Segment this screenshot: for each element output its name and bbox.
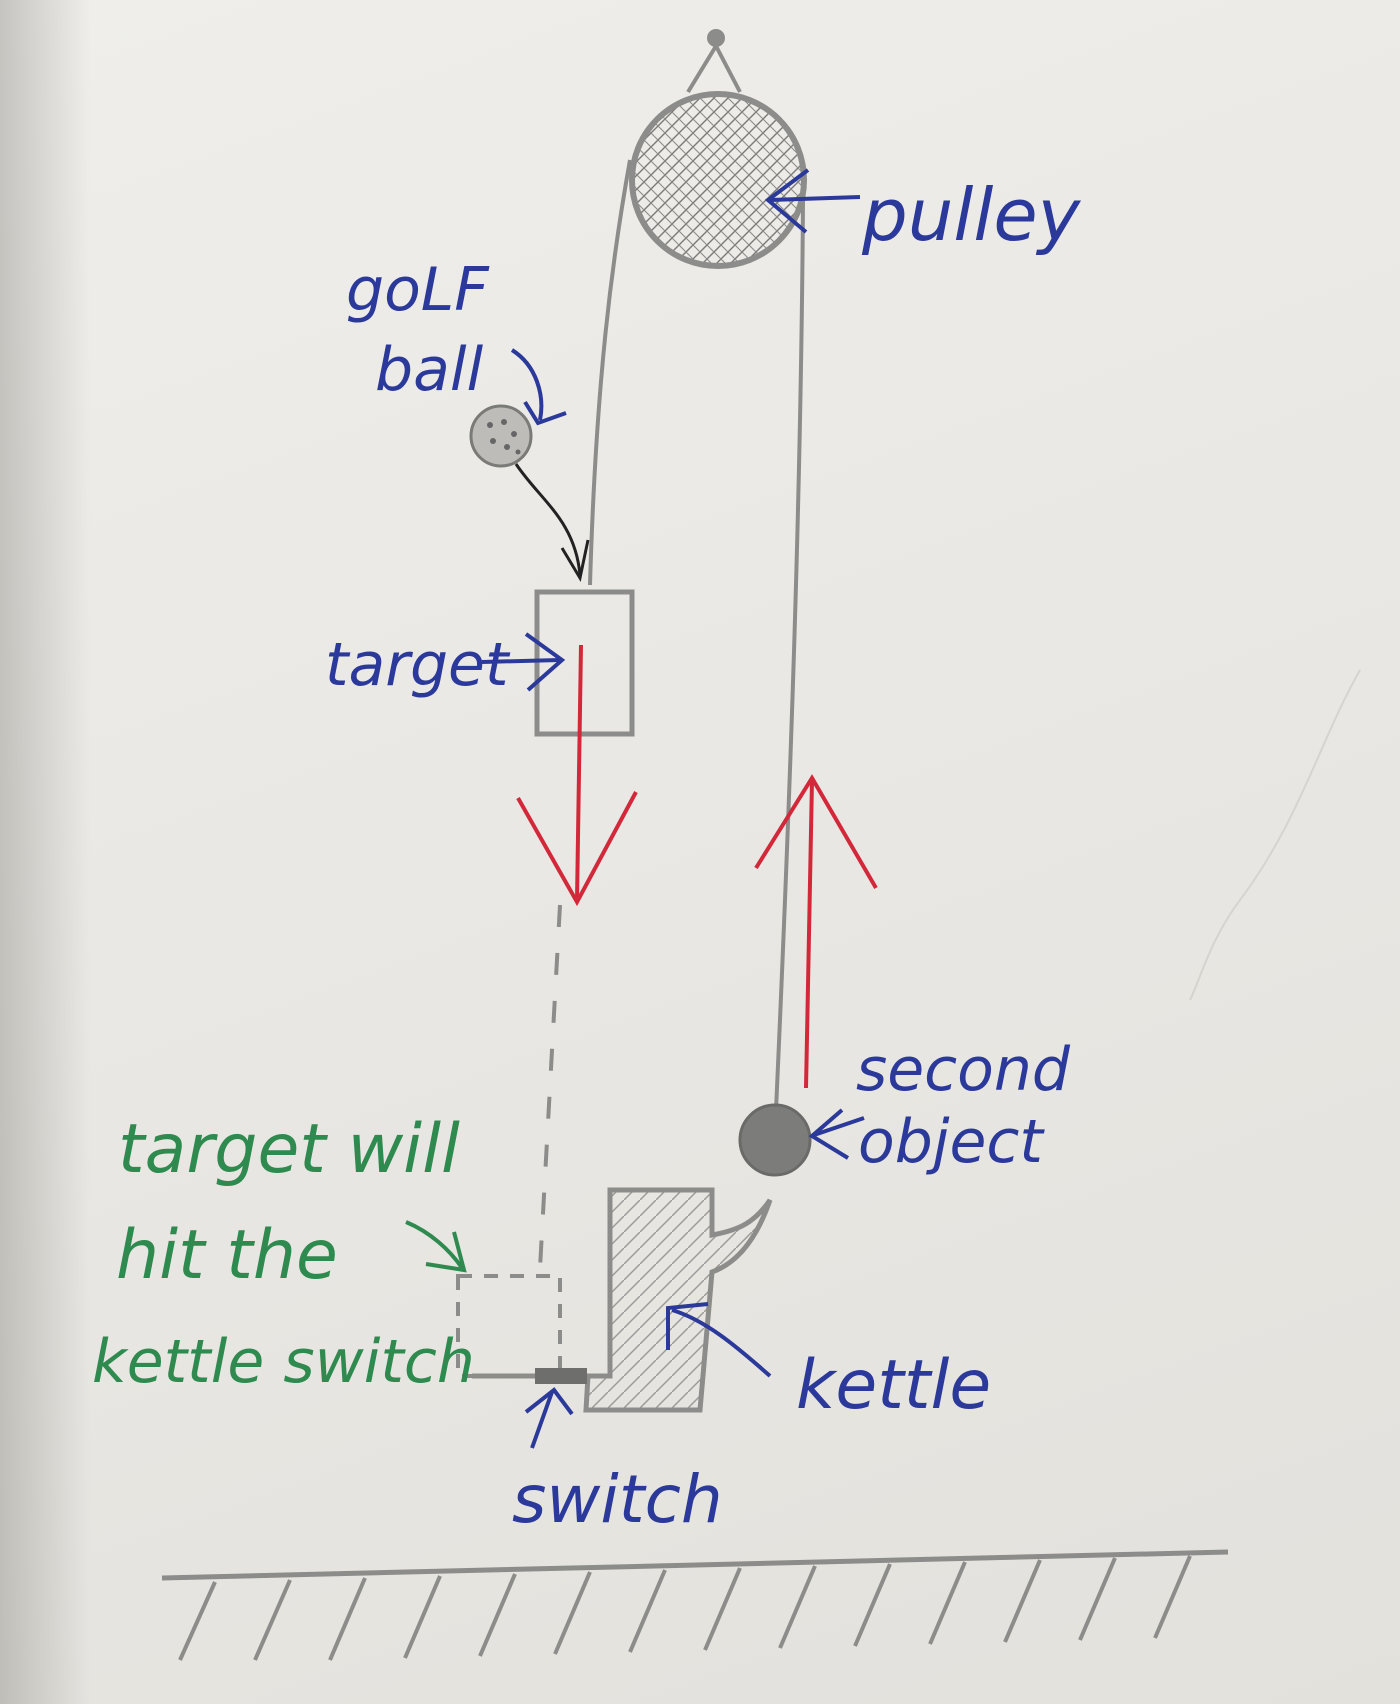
- paper-edge-shadow: [0, 0, 90, 1704]
- pulley-label: pulley: [861, 173, 1082, 257]
- golf-ball-label-line2: ball: [375, 335, 484, 405]
- kettle-label: kettle: [796, 1346, 991, 1425]
- target-label-arrow: [481, 632, 566, 692]
- note-line1: target will: [118, 1110, 460, 1189]
- golf-ball-label-arrow: [510, 348, 567, 426]
- kettle: [583, 1187, 773, 1413]
- second-object-label-line1: second: [856, 1035, 1071, 1105]
- golf-ball-label-line1: goLF: [346, 255, 490, 325]
- note-line3: kettle switch: [92, 1327, 475, 1397]
- switch-label-arrow: [524, 1387, 574, 1449]
- target-block: [534, 589, 635, 737]
- red-up-arrow: [754, 774, 878, 1089]
- second-object-label-line2: object: [858, 1107, 1045, 1177]
- rope-left: [588, 159, 632, 586]
- note-arrow: [405, 1220, 467, 1273]
- kettle-switch: [472, 1368, 590, 1384]
- kettle-label-arrow: [666, 1302, 772, 1378]
- rope-right: [774, 199, 805, 1111]
- second-object-label-arrow: [808, 1108, 865, 1160]
- paper-crease: [1189, 669, 1361, 1001]
- red-down-arrow: [516, 644, 638, 907]
- golf-ball: [469, 404, 533, 468]
- pulley-hook: [686, 29, 742, 94]
- second-object: [738, 1103, 812, 1177]
- note-line2: hit the: [116, 1216, 338, 1295]
- golf-ball-trajectory-arrow: [514, 463, 590, 583]
- pulley-wheel: [629, 91, 807, 269]
- target-fall-path: [538, 904, 562, 1269]
- pulley-label-arrow: [764, 168, 861, 234]
- target-label: target: [325, 630, 511, 700]
- switch-label: switch: [512, 1461, 723, 1538]
- ground: [161, 1549, 1229, 1661]
